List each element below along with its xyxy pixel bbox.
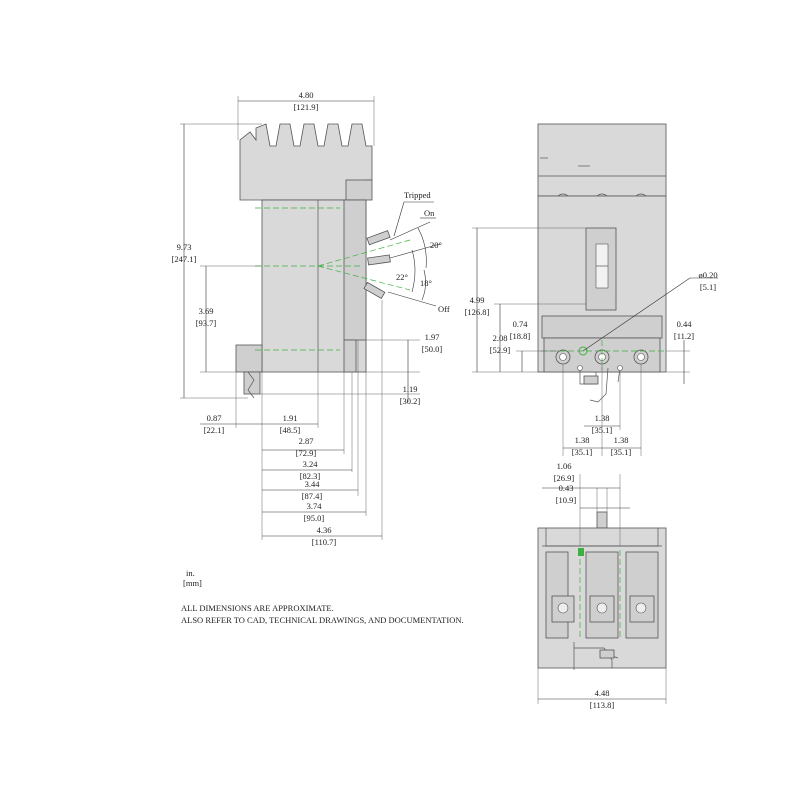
handle-on [367, 254, 391, 266]
hole-leader [582, 277, 691, 352]
note-line-1: ALL DIMENSIONS ARE APPROXIMATE. [181, 603, 334, 613]
angle-arc-off [421, 269, 426, 301]
dim-depth-4-in: 3.44 [305, 479, 321, 489]
tripped-leader [389, 221, 431, 241]
dim-pole-right-mm: [35.1] [611, 447, 632, 457]
angle-arc-travel [411, 249, 416, 293]
front-bottom-terminal-1-hole [559, 353, 567, 361]
dim-bottom-width-mm: [113.8] [590, 700, 615, 710]
dim-pole-center-mm: [35.1] [592, 425, 613, 435]
side-view-clip [247, 371, 255, 399]
dim-front-center-height-mm: [52.9] [490, 345, 511, 355]
angle-travel: 22° [396, 272, 408, 282]
dim-depth-5-mm: [95.0] [304, 513, 325, 523]
dim-bottom-offset-in: 1.19 [403, 384, 418, 394]
dim-handle-center-mm: [93.7] [196, 318, 217, 328]
legend: in. [mm] [183, 568, 202, 588]
dim-front-center-offset-in: 0.74 [513, 319, 529, 329]
bottom-view-marker [578, 548, 584, 556]
bottom-view-wire-block [599, 649, 615, 659]
dim-pole-left-mm: [35.1] [572, 447, 593, 457]
side-handle-arc-2 [317, 265, 411, 291]
dim-hole-diameter-mm: [5.1] [700, 282, 716, 292]
handle-off [363, 281, 386, 300]
dim-stud-width-mm: [10.9] [556, 495, 577, 505]
dim-pole-right-in: 1.38 [614, 435, 629, 445]
angle-off: 18° [420, 278, 432, 288]
dim-front-handle-height-mm: [126.8] [465, 307, 490, 317]
bottom-view-screw-3 [635, 602, 647, 614]
dim-overall-width-in: 4.80 [299, 90, 314, 100]
side-view-rear-block [235, 344, 263, 373]
dim-front-center-offset-mm: [18.8] [510, 331, 531, 341]
handle-tripped [366, 230, 391, 246]
note-line-2: ALSO REFER TO CAD, TECHNICAL DRAWINGS, A… [181, 615, 464, 625]
dim-front-right-offset-in: 0.44 [677, 319, 693, 329]
front-view-lower-band [541, 315, 663, 339]
bottom-view-pole-3 [625, 551, 659, 639]
dim-depth-3-mm: [82.3] [300, 471, 321, 481]
dim-depth-1-in: 1.91 [283, 413, 298, 423]
dim-front-center-height-in: 2.08 [493, 333, 508, 343]
side-view-front-base [343, 339, 357, 373]
dim-rear-offset-mm: [22.1] [204, 425, 225, 435]
dim-hole-diameter-in: ø0.20 [698, 270, 717, 280]
side-view-handles [363, 230, 391, 300]
dim-depth-3-in: 3.24 [303, 459, 319, 469]
dim-lower-height-in: 1.97 [425, 332, 440, 342]
bottom-view: 1.06 [26.9] 0.43 [10.9] 4.48 [113.8] [537, 461, 667, 710]
label-tripped: Tripped [404, 190, 431, 200]
dim-depth-2-in: 2.87 [299, 436, 314, 446]
notes: ALL DIMENSIONS ARE APPROXIMATE. ALSO REF… [181, 603, 464, 625]
dim-front-right-offset-mm: [11.2] [674, 331, 694, 341]
front-lug-screw-2 [617, 365, 623, 371]
dim-depth-5-in: 3.74 [307, 501, 323, 511]
front-lug-screw-1 [577, 365, 583, 371]
dim-depth-4-mm: [87.4] [302, 491, 323, 501]
front-lug-block [583, 375, 599, 385]
bottom-view-screw-2 [596, 602, 608, 614]
legend-unit-in: in. [186, 568, 195, 578]
legend-unit-mm: [mm] [183, 578, 202, 588]
dim-depth-2-mm: [72.9] [296, 448, 317, 458]
dim-pole-center-in: 1.38 [595, 413, 610, 423]
front-view-top-block [537, 123, 667, 197]
angle-arc-on [417, 227, 427, 269]
side-handle-arc-1 [317, 239, 411, 267]
bottom-view-pole-1 [545, 551, 569, 639]
on-leader [389, 243, 441, 259]
side-view-top-lug [345, 179, 373, 201]
dim-depth-6-mm: [110.7] [312, 537, 337, 547]
front-lug-hardware [579, 367, 621, 403]
front-view: 4.99 [126.8] 2.08 [52.9] 0.74 [18.8] ø0.… [465, 123, 718, 457]
side-view-front-face [343, 199, 367, 341]
dim-overall-height-in: 9.73 [177, 242, 192, 252]
side-view-top-fins [239, 123, 373, 201]
bottom-view-pole-2 [585, 551, 619, 639]
dim-overall-width-mm: [121.9] [294, 102, 319, 112]
label-on: On [424, 208, 435, 218]
dim-bottom-offset-mm: [30.2] [400, 396, 421, 406]
dim-stud-offset-mm: [26.9] [554, 473, 575, 483]
dim-stud-width-in: 0.43 [559, 483, 574, 493]
front-bottom-terminal-3-hole [637, 353, 645, 361]
dim-bottom-width-in: 4.48 [595, 688, 610, 698]
dim-depth-1-mm: [48.5] [280, 425, 301, 435]
dim-depth-6-in: 4.36 [317, 525, 332, 535]
angle-on: 20° [430, 240, 442, 250]
dim-overall-height-mm: [247.1] [172, 254, 197, 264]
off-leader [387, 291, 437, 307]
dim-rear-offset-in: 0.87 [207, 413, 222, 423]
bottom-view-stud [596, 511, 608, 529]
dim-front-handle-height-in: 4.99 [470, 295, 485, 305]
tripped-callout [393, 201, 405, 237]
dim-pole-left-in: 1.38 [575, 435, 590, 445]
side-view: Tripped On Off 20° 22° 18° 4.80 [121.9] … [172, 90, 450, 547]
dim-handle-center-in: 3.69 [199, 306, 214, 316]
dim-stud-offset-in: 1.06 [557, 461, 572, 471]
bottom-view-screw-1 [557, 602, 569, 614]
label-off: Off [438, 304, 450, 314]
dim-lower-height-mm: [50.0] [422, 344, 443, 354]
